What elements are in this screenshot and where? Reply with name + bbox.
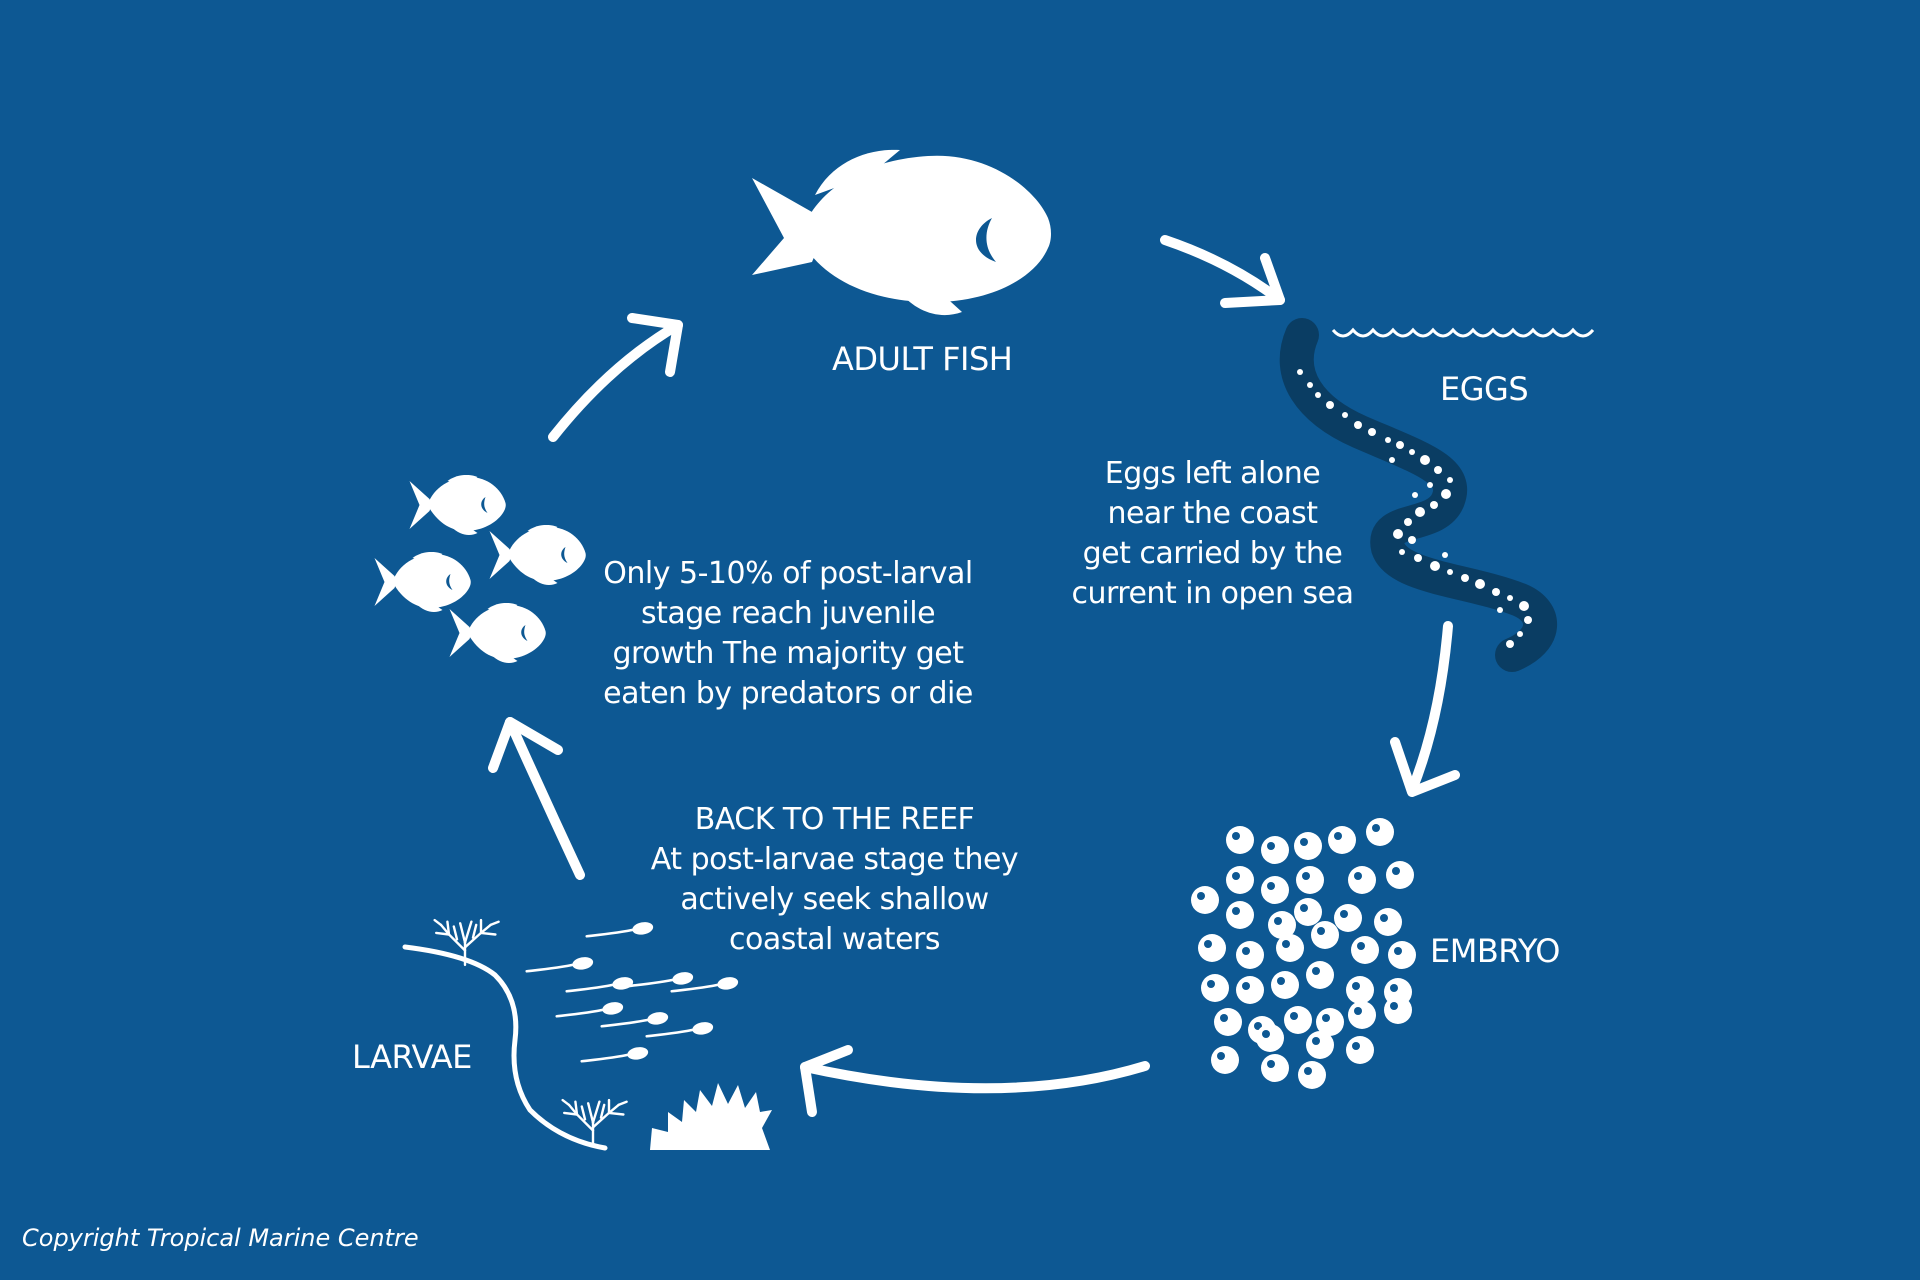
embryo-egg-highlight: [1354, 872, 1362, 880]
embryo-egg: [1261, 836, 1289, 864]
embryo-egg: [1298, 1061, 1326, 1089]
egg-stream-icon: [1279, 318, 1557, 672]
embryo-egg: [1366, 818, 1394, 846]
embryo-egg: [1226, 901, 1254, 929]
embryo-egg-highlight: [1322, 1014, 1330, 1022]
embryo-egg-highlight: [1267, 842, 1275, 850]
embryo-egg: [1351, 936, 1379, 964]
stage-label-embryo: EMBRYO: [1430, 932, 1560, 970]
embryo-egg: [1198, 934, 1226, 962]
embryo-egg-highlight: [1254, 1022, 1262, 1030]
coral-icon: [402, 918, 772, 1151]
embryo-egg-highlight: [1312, 1037, 1320, 1045]
embryo-egg: [1276, 934, 1304, 962]
sea-surface-wave-icon: [1331, 327, 1595, 338]
embryo-egg-highlight: [1352, 982, 1360, 990]
embryo-egg-highlight: [1217, 1052, 1225, 1060]
embryo-egg: [1346, 976, 1374, 1004]
embryo-egg-highlight: [1394, 947, 1402, 955]
embryo-egg: [1348, 866, 1376, 894]
embryo-egg-highlight: [1267, 1060, 1275, 1068]
embryo-egg-highlight: [1267, 882, 1275, 890]
embryo-egg-highlight: [1204, 940, 1212, 948]
embryo-egg: [1384, 996, 1412, 1024]
embryo-egg-highlight: [1232, 872, 1240, 880]
embryo-egg-highlight: [1390, 1002, 1398, 1010]
embryo-egg-highlight: [1334, 832, 1342, 840]
copyright-notice: Copyright Tropical Marine Centre: [22, 1224, 419, 1252]
embryo-egg: [1201, 974, 1229, 1002]
embryo-egg-highlight: [1300, 904, 1308, 912]
embryo-egg: [1316, 1008, 1344, 1036]
description-back-to-reef: BACK TO THE REEF At post-larvae stage th…: [650, 802, 1019, 957]
embryo-egg: [1256, 1024, 1284, 1052]
stage-label-eggs: EGGS: [1440, 370, 1529, 408]
embryo-egg: [1261, 876, 1289, 904]
embryo-egg-highlight: [1340, 910, 1348, 918]
embryo-egg: [1271, 971, 1299, 999]
cycle-arrow-icon: [1160, 235, 1285, 308]
embryo-egg-highlight: [1300, 838, 1308, 846]
embryo-egg-highlight: [1232, 907, 1240, 915]
embryo-egg: [1211, 1046, 1239, 1074]
embryo-egg: [1328, 826, 1356, 854]
embryo-egg: [1226, 866, 1254, 894]
stage-label-larvae: LARVAE: [352, 1038, 472, 1076]
embryo-egg: [1214, 1008, 1242, 1036]
embryo-egg-highlight: [1380, 914, 1388, 922]
embryo-egg-highlight: [1220, 1014, 1228, 1022]
embryo-egg: [1306, 1031, 1334, 1059]
cycle-arrow-icon: [1390, 621, 1460, 797]
cycle-arrow-icon: [800, 1045, 1150, 1117]
embryo-egg-highlight: [1242, 982, 1250, 990]
embryo-egg-highlight: [1302, 872, 1310, 880]
embryo-egg-highlight: [1392, 867, 1400, 875]
embryo-egg-highlight: [1312, 967, 1320, 975]
embryo-egg: [1268, 911, 1296, 939]
embryo-egg: [1294, 898, 1322, 926]
embryo-egg: [1348, 1001, 1376, 1029]
embryo-egg: [1191, 886, 1219, 914]
embryo-egg-highlight: [1197, 892, 1205, 900]
embryo-egg: [1261, 1054, 1289, 1082]
embryo-egg-highlight: [1304, 1067, 1312, 1075]
embryo-egg-highlight: [1352, 1042, 1360, 1050]
embryo-cluster-icon: [1191, 818, 1416, 1089]
embryo-egg: [1306, 961, 1334, 989]
embryo-egg: [1236, 941, 1264, 969]
embryo-egg-highlight: [1262, 1030, 1270, 1038]
stage-label-adult-fish: ADULT FISH: [832, 340, 1013, 378]
embryo-egg: [1334, 904, 1362, 932]
embryo-egg-highlight: [1357, 942, 1365, 950]
embryo-egg: [1386, 861, 1414, 889]
embryo-egg-highlight: [1372, 824, 1380, 832]
cycle-arrow-icon: [548, 313, 683, 442]
embryo-egg-highlight: [1354, 1007, 1362, 1015]
embryo-egg-highlight: [1317, 927, 1325, 935]
embryo-egg: [1294, 832, 1322, 860]
embryo-egg-highlight: [1390, 984, 1398, 992]
embryo-egg-highlight: [1232, 832, 1240, 840]
embryo-egg-highlight: [1274, 917, 1282, 925]
embryo-egg: [1236, 976, 1264, 1004]
embryo-egg: [1296, 866, 1324, 894]
juvenile-fish-group-icon: [374, 475, 586, 663]
embryo-egg: [1346, 1036, 1374, 1064]
embryo-egg-highlight: [1242, 947, 1250, 955]
embryo-egg: [1374, 908, 1402, 936]
embryo-egg-highlight: [1282, 940, 1290, 948]
embryo-egg: [1284, 1006, 1312, 1034]
embryo-egg-highlight: [1277, 977, 1285, 985]
embryo-egg: [1311, 921, 1339, 949]
cycle-arrow-icon: [488, 717, 585, 880]
embryo-egg: [1388, 941, 1416, 969]
embryo-egg-highlight: [1207, 980, 1215, 988]
adult-fish-icon: [752, 149, 1051, 316]
description-eggs-drift: Eggs left alone near the coast get carri…: [1071, 456, 1354, 611]
description-juvenile-survival: Only 5-10% of post-larval stage reach ju…: [603, 556, 973, 711]
embryo-egg: [1226, 826, 1254, 854]
embryo-egg-highlight: [1290, 1012, 1298, 1020]
